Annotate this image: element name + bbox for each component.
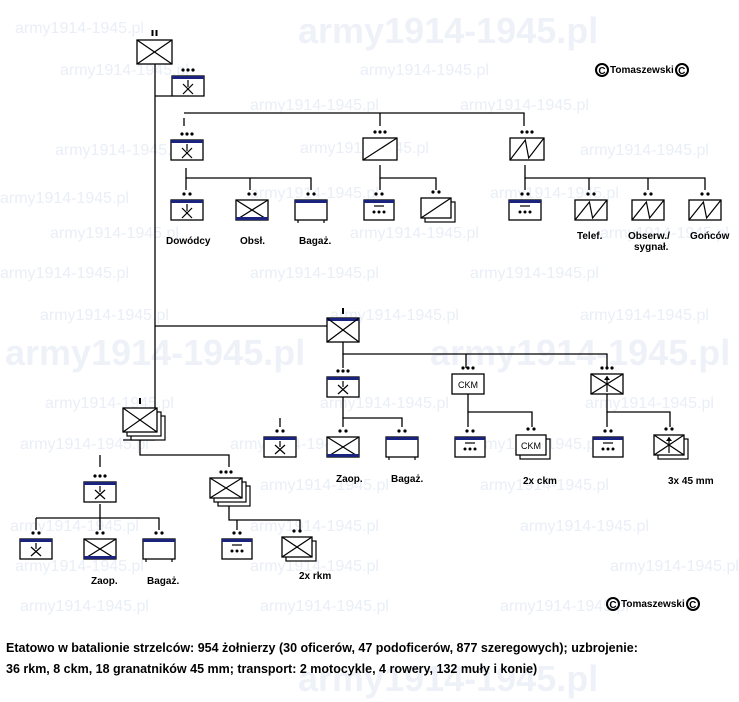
connector-line — [342, 342, 608, 368]
copyright-author: Tomaszewski — [621, 598, 685, 610]
label-dowodcy: Dowódcy — [166, 236, 211, 247]
mg-hq-symbol — [326, 369, 360, 398]
copyright-top: C Tomaszewski C — [595, 63, 689, 77]
company-baggage-symbol — [142, 531, 176, 562]
pioneer-platoon-symbol — [362, 130, 398, 161]
mg-baggage-symbol — [385, 429, 419, 460]
connector-line — [606, 394, 671, 427]
mg-company-symbol — [326, 308, 360, 343]
messenger-squad-symbol — [688, 192, 722, 221]
company-supply-symbol — [83, 531, 117, 560]
signal-platoon-symbol — [509, 130, 545, 161]
connector-line — [185, 168, 312, 190]
footer-summary: Etatowo w batalionie strzelców: 954 żołn… — [6, 638, 736, 680]
pioneer-hq-symbol — [363, 192, 395, 221]
rifle-platoon-symbol — [209, 470, 251, 507]
copyright-icon: C — [606, 597, 620, 611]
battalion-symbol — [136, 30, 173, 65]
observation-squad-symbol — [631, 192, 665, 221]
label-2x-rkm: 2x rkm — [299, 571, 332, 582]
label-2x-ckm: 2x ckm — [523, 476, 557, 487]
hq-company-symbol — [170, 132, 204, 161]
platoon-hq-symbol — [221, 531, 253, 560]
connector-line — [524, 165, 706, 190]
at-platoon-symbol — [590, 366, 624, 395]
label-bagaz-mg: Bagaż. — [391, 474, 424, 485]
copyright-icon: C — [674, 63, 689, 77]
signal-hq-symbol — [508, 192, 542, 221]
unit-text: CKM — [521, 441, 541, 451]
label-telef: Telef. — [577, 231, 603, 242]
at-guns-symbol — [653, 427, 689, 460]
label-obserw: Obserw./ — [628, 231, 670, 242]
connector-lines — [35, 64, 706, 530]
copyright-author: Tomaszewski — [610, 64, 674, 76]
label-3x-45mm: 3x 45 mm — [668, 476, 714, 487]
label-zaop-mg: Zaop. — [336, 474, 363, 485]
ckm-sections-symbol: CKM — [515, 427, 551, 460]
label-goncow: Gońców — [690, 231, 730, 242]
baggage-symbol — [294, 192, 328, 223]
footer-line-1: Etatowo w batalionie strzelców: 954 żołn… — [6, 641, 638, 655]
unit-text: CKM — [458, 380, 478, 390]
mg-hq-squad-symbol — [263, 429, 297, 458]
copyright-bottom: C Tomaszewski C — [606, 597, 700, 611]
ckm-platoon-symbol: CKM — [451, 366, 485, 395]
label-bagaz-co: Bagaż. — [147, 576, 180, 587]
at-hq-symbol — [592, 429, 624, 458]
connector-line — [379, 165, 437, 190]
connector-line — [342, 397, 403, 427]
company-hq-symbol — [83, 474, 117, 503]
ckm-hq-symbol — [454, 429, 486, 458]
label-sygnal: sygnał. — [634, 242, 669, 253]
unit-symbols: CKM CKM — [19, 30, 722, 562]
mg-supply-symbol — [326, 429, 360, 458]
connector-line — [184, 112, 525, 126]
label-obsl: Obsł. — [240, 236, 266, 247]
label-zaop-co: Zaop. — [91, 576, 118, 587]
connector-line — [467, 394, 533, 427]
rifle-squads-symbol — [281, 529, 317, 562]
copyright-icon: C — [685, 597, 700, 611]
footer-line-2: 36 rkm, 8 ckm, 18 granatników 45 mm; tra… — [6, 662, 538, 676]
rifle-company-symbol — [122, 398, 166, 441]
commanders-symbol — [170, 192, 204, 221]
connector-line — [99, 504, 160, 530]
service-symbol — [235, 192, 269, 221]
connector-line — [228, 504, 301, 530]
telephone-squad-symbol — [574, 192, 608, 221]
pioneer-squads-symbol — [420, 190, 456, 223]
battalion-hq-symbol — [171, 68, 205, 97]
copyright-icon: C — [595, 63, 609, 77]
company-hq-squad-symbol — [19, 531, 53, 560]
label-bagaz-hq: Bagaż. — [299, 236, 332, 247]
